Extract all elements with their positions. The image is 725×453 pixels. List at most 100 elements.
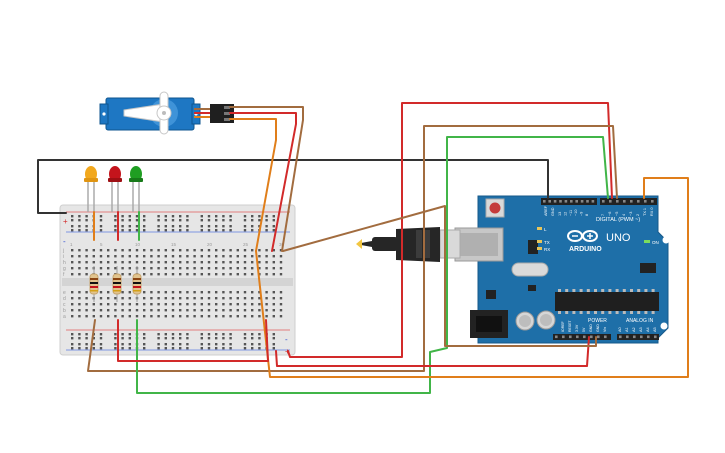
wire-red-loop[interactable] [287,102,613,358]
breadboard-hole[interactable] [128,219,131,222]
breadboard-hole[interactable] [207,309,211,312]
breadboard-hole[interactable] [71,343,74,346]
breadboard-hole[interactable] [265,315,268,318]
breadboard-hole[interactable] [279,273,283,276]
breadboard-hole[interactable] [171,337,175,340]
breadboard-hole[interactable] [85,261,88,264]
breadboard-hole[interactable] [78,273,81,276]
breadboard-hole[interactable] [243,337,247,340]
breadboard-hole[interactable] [236,267,239,270]
breadboard-hole[interactable] [215,303,218,306]
breadboard-hole[interactable] [85,219,88,222]
breadboard-hole[interactable] [272,303,275,306]
breadboard-hole[interactable] [143,225,146,228]
breadboard-hole[interactable] [107,267,110,270]
breadboard-hole[interactable] [200,273,203,276]
led-red[interactable] [108,166,122,212]
breadboard-hole[interactable] [171,219,175,222]
breadboard-hole[interactable] [186,303,189,306]
breadboard-hole[interactable] [186,347,189,350]
breadboard-hole[interactable] [236,315,239,318]
breadboard-hole[interactable] [251,297,254,300]
breadboard-hole[interactable] [143,261,146,264]
breadboard-hole[interactable] [229,249,232,252]
breadboard-hole[interactable] [265,303,268,306]
breadboard-hole[interactable] [186,309,189,312]
breadboard-hole[interactable] [85,255,88,258]
breadboard-hole[interactable] [164,229,167,232]
breadboard-hole[interactable] [99,273,103,276]
breadboard-hole[interactable] [215,337,218,340]
breadboard-hole[interactable] [135,249,139,252]
breadboard-hole[interactable] [251,315,254,318]
breadboard-hole[interactable] [143,337,146,340]
breadboard-hole[interactable] [128,261,131,264]
breadboard-hole[interactable] [251,229,254,232]
breadboard-hole[interactable] [121,347,124,350]
breadboard-hole[interactable] [265,267,268,270]
breadboard-hole[interactable] [107,261,110,264]
breadboard-hole[interactable] [114,343,117,346]
breadboard-hole[interactable] [157,215,160,218]
breadboard-hole[interactable] [143,333,146,336]
breadboard-hole[interactable] [229,267,232,270]
breadboard-hole[interactable] [258,255,261,258]
breadboard-hole[interactable] [128,343,131,346]
breadboard-hole[interactable] [207,225,211,228]
breadboard-hole[interactable] [279,303,283,306]
breadboard-hole[interactable] [179,333,182,336]
breadboard-hole[interactable] [78,225,81,228]
breadboard-hole[interactable] [222,273,225,276]
breadboard-hole[interactable] [71,267,74,270]
breadboard-hole[interactable] [128,225,131,228]
breadboard-hole[interactable] [157,297,160,300]
breadboard-hole[interactable] [236,255,239,258]
breadboard-hole[interactable] [107,297,110,300]
breadboard-hole[interactable] [171,309,175,312]
breadboard-hole[interactable] [92,255,95,258]
breadboard-hole[interactable] [71,303,74,306]
header-hole[interactable] [570,200,573,203]
header-hole[interactable] [543,200,546,203]
breadboard-hole[interactable] [200,347,203,350]
breadboard-hole[interactable] [143,249,146,252]
header-hole[interactable] [591,200,595,203]
breadboard-hole[interactable] [251,219,254,222]
header-hole[interactable] [580,200,584,203]
breadboard-hole[interactable] [150,297,153,300]
breadboard-hole[interactable] [186,337,189,340]
breadboard-hole[interactable] [229,225,232,228]
header-hole[interactable] [575,200,578,203]
breadboard-hole[interactable] [114,309,117,312]
breadboard-hole[interactable] [258,309,261,312]
breadboard-hole[interactable] [207,315,211,318]
breadboard-hole[interactable] [71,333,74,336]
breadboard-hole[interactable] [251,225,254,228]
breadboard-hole[interactable] [135,219,139,222]
breadboard-hole[interactable] [78,229,81,232]
breadboard-hole[interactable] [171,273,175,276]
breadboard-hole[interactable] [229,229,232,232]
breadboard-hole[interactable] [143,303,146,306]
breadboard-hole[interactable] [272,347,275,350]
breadboard-hole[interactable] [251,267,254,270]
breadboard-hole[interactable] [128,337,131,340]
breadboard-hole[interactable] [215,255,218,258]
breadboard-hole[interactable] [179,315,182,318]
breadboard-hole[interactable] [71,215,74,218]
breadboard-hole[interactable] [279,309,283,312]
breadboard-hole[interactable] [135,303,139,306]
breadboard-hole[interactable] [200,229,203,232]
breadboard-hole[interactable] [71,229,74,232]
wire-red-5v[interactable] [275,336,590,367]
header-hole[interactable] [602,200,605,203]
breadboard-hole[interactable] [164,297,167,300]
breadboard-hole[interactable] [207,267,211,270]
breadboard-hole[interactable] [164,225,167,228]
breadboard-hole[interactable] [207,273,211,276]
breadboard-hole[interactable] [114,337,117,340]
breadboard-hole[interactable] [279,315,283,318]
breadboard-hole[interactable] [265,255,268,258]
breadboard-hole[interactable] [157,261,160,264]
header-hole[interactable] [576,335,579,339]
